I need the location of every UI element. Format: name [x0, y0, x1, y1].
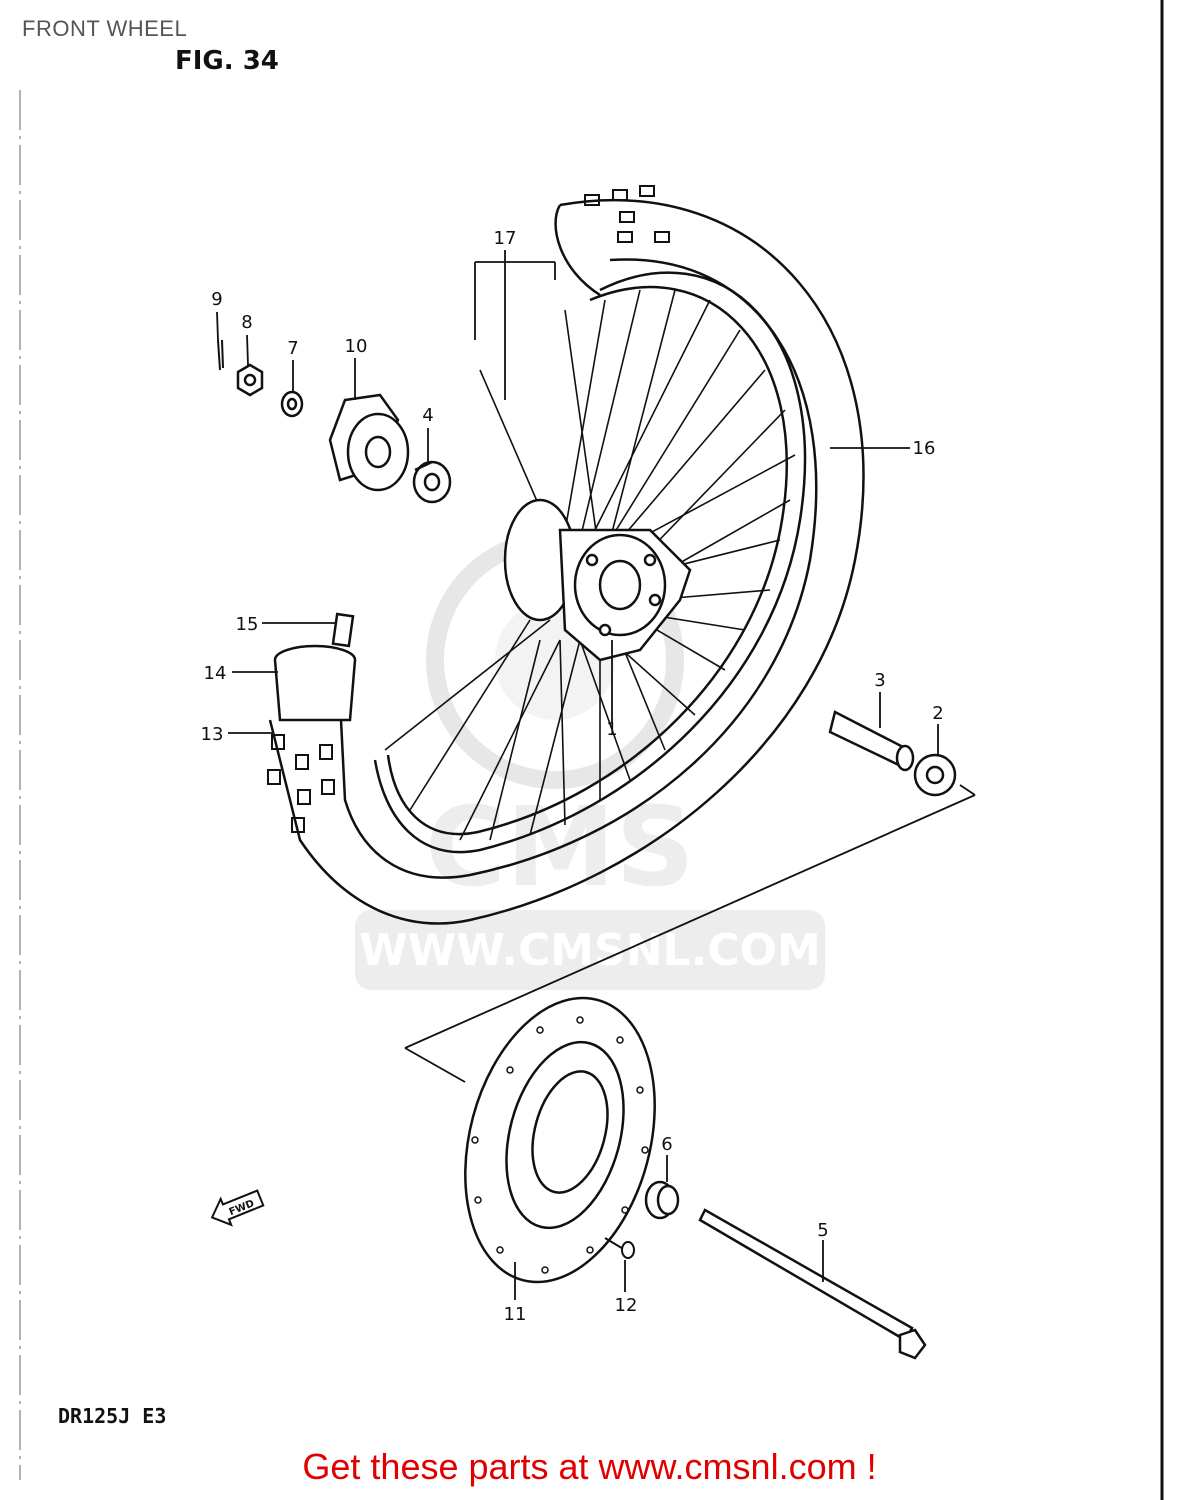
callout-5: 5: [817, 1220, 828, 1241]
disc-bolt: [604, 1237, 635, 1259]
cotter-pin: [217, 339, 224, 371]
tire-tread-blocks: [267, 185, 670, 833]
callout-7: 7: [287, 338, 298, 359]
callout-3: 3: [874, 670, 885, 691]
callout-4: 4: [422, 405, 433, 426]
callout-11: 11: [504, 1304, 527, 1325]
spokes: [384, 289, 796, 841]
figure-label: FIG. 34: [175, 46, 279, 76]
spacer: [828, 710, 915, 772]
washer: [280, 390, 304, 418]
brake-disc-holes: [471, 1016, 649, 1274]
leader-lines: [216, 250, 939, 1300]
get-parts-link[interactable]: Get these parts at www.cmsnl.com !: [302, 1446, 877, 1487]
callout-9: 9: [211, 289, 222, 310]
bearing-left: [412, 460, 452, 504]
rim-lock: [273, 612, 357, 722]
callout-8: 8: [241, 312, 252, 333]
rim: [373, 271, 807, 854]
callout-2: 2: [932, 703, 943, 724]
callout-17: 17: [494, 228, 517, 249]
callout-15: 15: [236, 614, 259, 635]
callout-12: 12: [615, 1295, 638, 1316]
model-code-label: DR125J E3: [58, 1404, 167, 1428]
front-axle: [698, 1208, 927, 1360]
axle-nut: [236, 363, 264, 397]
callout-16: 16: [913, 438, 936, 459]
watermark-url-text: WWW.CMSNL.COM: [359, 925, 821, 976]
alignment-lines: [404, 784, 976, 1083]
callout-1: 1: [606, 719, 617, 740]
forward-arrow-icon: FWD: [210, 1189, 265, 1227]
callout-6: 6: [661, 1134, 672, 1155]
callout-13: 13: [201, 724, 224, 745]
hub: [503, 498, 692, 662]
callout-14: 14: [204, 663, 227, 684]
speedometer-gearbox: [328, 393, 410, 492]
page-header-title: FRONT WHEEL: [22, 16, 188, 41]
bearing-right: [913, 753, 957, 797]
brake-disc: [464, 996, 656, 1284]
axle-collar: [644, 1180, 680, 1220]
callout-10: 10: [345, 336, 368, 357]
